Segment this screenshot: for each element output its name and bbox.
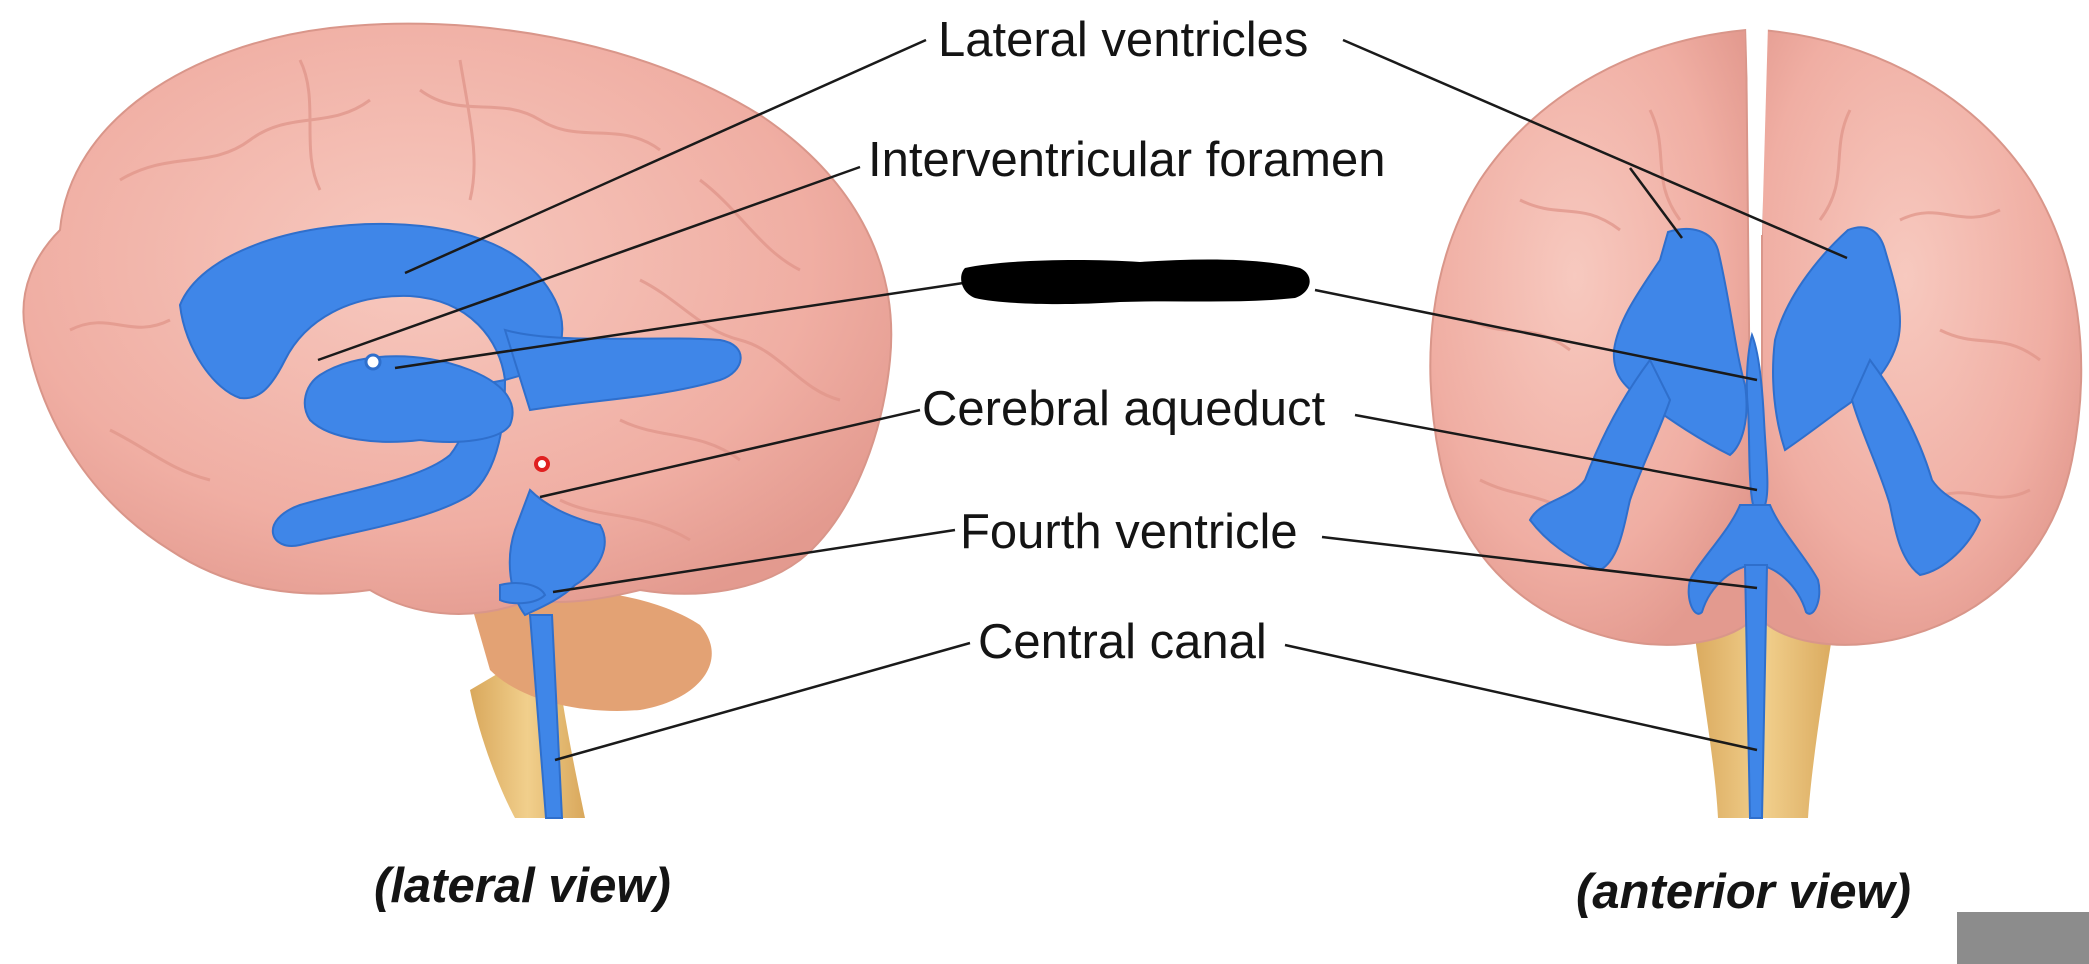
- lateral-recess: [499, 582, 547, 605]
- anterior-right-lateral-ventricle: [1772, 226, 1902, 452]
- lateral-cerebrum: [22, 22, 893, 615]
- anterior-right-hemisphere: [1761, 28, 2083, 646]
- label-cerebral-aqueduct: Cerebral aqueduct: [922, 382, 1326, 436]
- fourth-ventricle-shape: [508, 488, 606, 617]
- anterior-central-canal: [1743, 564, 1769, 819]
- lateral-ventricular-system: [178, 222, 742, 819]
- label-central-canal: Central canal: [978, 615, 1267, 669]
- lateral-ventricle-temporal-horn: [271, 378, 507, 547]
- interventricular-foramen-marker: [364, 353, 382, 371]
- central-canal-shape: [528, 614, 564, 819]
- caption-lateral-view: (lateral view): [374, 859, 671, 913]
- anterior-view-brain: [1429, 25, 2083, 818]
- anterior-left-temporal-horn: [1528, 358, 1672, 572]
- label-fourth-ventricle: Fourth ventricle: [960, 505, 1298, 559]
- anterior-ventricular-system: [1528, 226, 1982, 819]
- cursor-marker: [534, 456, 550, 472]
- label-lateral-ventricles: Lateral ventricles: [938, 13, 1309, 67]
- caption-anterior-view: (anterior view): [1576, 865, 1911, 919]
- label-interventricular-foramen: Interventricular foramen: [868, 133, 1386, 187]
- anterior-right-temporal-horn: [1850, 358, 1982, 577]
- leader-lines: [317, 38, 1848, 762]
- third-ventricle-shape: [303, 355, 514, 443]
- longitudinal-fissure: [1746, 25, 1768, 235]
- corner-overlay: [1957, 912, 2089, 964]
- lateral-ventricle-body: [178, 222, 564, 400]
- redaction-scribble: [961, 259, 1310, 305]
